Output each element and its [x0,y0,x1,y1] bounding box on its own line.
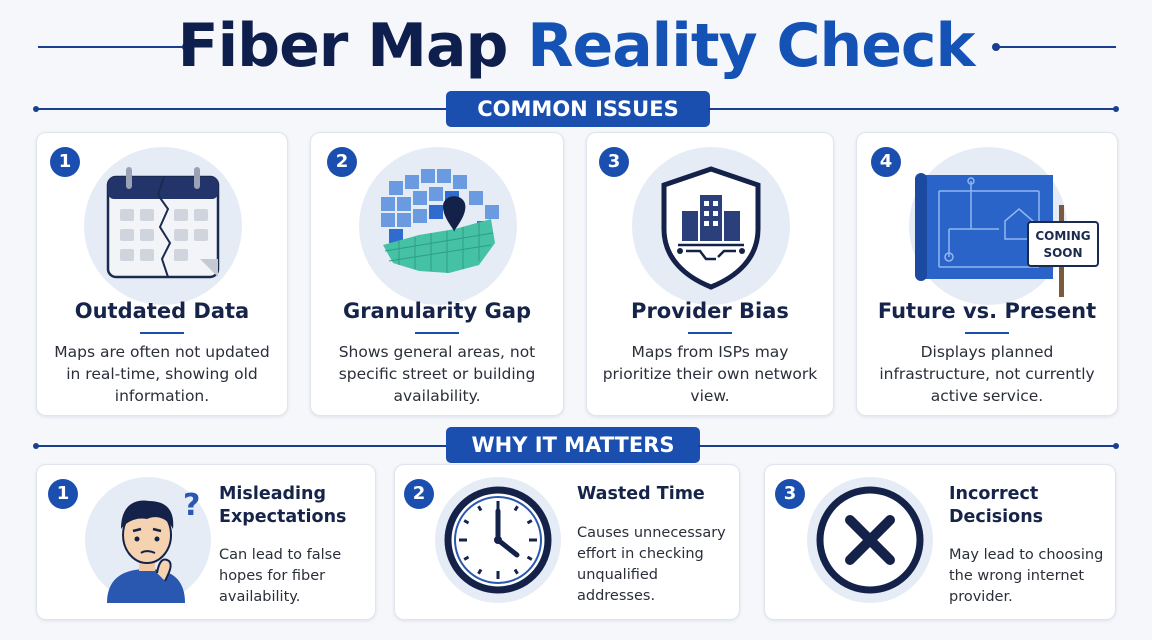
matters-section-label: WHY IT MATTERS [446,427,700,463]
matter-card-wasted-time: 2 Wasted Time Causes unnecessary effort … [394,464,740,620]
issue-title: Outdated Data [74,299,250,323]
title-left-line [38,43,190,51]
issue-number-badge: 3 [599,147,629,177]
issue-description: Displays planned infrastructure, not cur… [879,343,1095,405]
issue-title-underline [688,332,732,334]
coverage-map-icon [359,147,517,305]
matters-divider-left [33,443,448,449]
issue-title: Granularity Gap [342,299,532,323]
issue-description: Maps are often not updated in real-time,… [54,343,270,405]
coming-soon-sign: COMING SOON [1027,221,1099,267]
matter-description: May lead to choosing the wrong internet … [949,547,1104,605]
issue-title: Provider Bias [631,299,789,323]
matter-description: Can lead to false hopes for fiber availa… [219,547,342,605]
matter-number-badge: 2 [404,479,434,509]
issue-description: Shows general areas, not specific street… [338,343,536,405]
issue-number-badge: 4 [871,147,901,177]
issue-description: Maps from ISPs may prioritize their own … [602,343,818,405]
clock-icon [435,477,561,603]
issue-card-granularity-gap: 2 Granularity Gap Shows general areas, n… [310,132,564,416]
shield-building-icon [632,147,790,305]
header: Fiber Map Reality Check [0,0,1152,92]
issues-divider-right [708,106,1119,112]
issues-section-label: COMMON ISSUES [446,91,710,127]
issue-card-provider-bias: 3 Provider Bias Maps from ISPs may prior… [586,132,834,416]
matter-title: Wasted Time [577,484,705,504]
issue-card-future-vs-present: 4 COMING SOON Future vs. Present Display… [856,132,1118,416]
matters-divider-right [698,443,1119,449]
coming-soon-label: COMING SOON [1035,229,1091,260]
issue-title: Future vs. Present [877,299,1097,323]
title-right-line [992,43,1116,51]
issue-number-badge: 1 [50,147,80,177]
issue-card-outdated-data: 1 Outdated Data Maps are often not updat… [36,132,288,416]
matter-title: Incorrect Decisions [949,484,1044,527]
matter-number-badge: 3 [775,479,805,509]
matter-description: Causes unnecessary effort in checking un… [577,525,726,604]
confused-person-icon: ? [85,477,211,603]
matter-card-misleading-expectations: 1 ? Misleading Expectations Can lead to … [36,464,376,620]
matter-card-incorrect-decisions: 3 Incorrect Decisions May lead to choosi… [764,464,1116,620]
issue-number-badge: 2 [327,147,357,177]
svg-text:?: ? [183,488,200,523]
page-title: Fiber Map Reality Check [0,6,1152,86]
x-circle-icon [807,477,933,603]
issues-divider-left [33,106,448,112]
title-part-1: Fiber Map [177,11,509,81]
matter-title: Misleading Expectations [219,484,347,527]
title-part-2: Reality Check [527,11,975,81]
matter-number-badge: 1 [48,479,78,509]
issue-title-underline [965,332,1009,334]
issue-title-underline [140,332,184,334]
calendar-icon [84,147,242,305]
issue-title-underline [415,332,459,334]
